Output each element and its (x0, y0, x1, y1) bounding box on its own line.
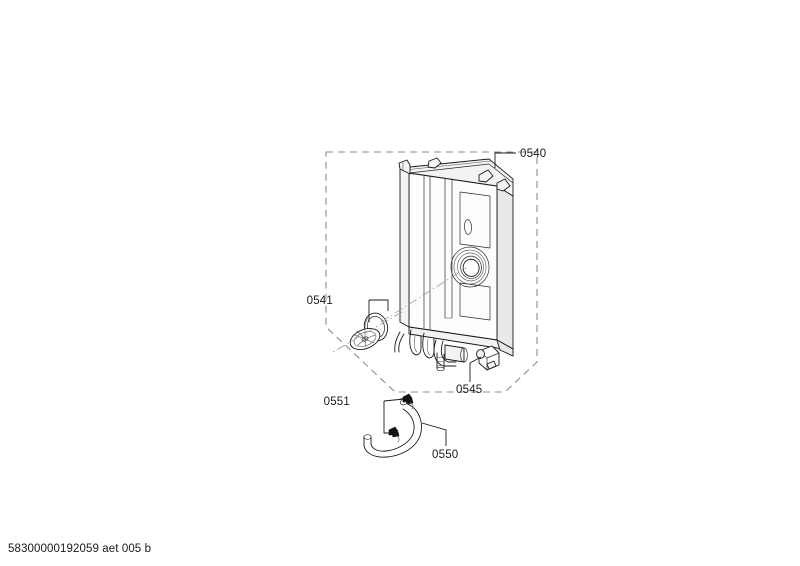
callout-label-0545: 0545 (456, 384, 482, 396)
callout-label-0551: 0551 (324, 396, 350, 408)
tank-left-edge (399, 167, 410, 328)
hose-clamps-0551 (388, 393, 414, 443)
tank-right-foot (496, 339, 514, 357)
hose-inner-wall (370, 408, 415, 452)
group-boundary-0540 (325, 151, 538, 393)
hose-outer-wall (363, 403, 422, 458)
footer-document-code: 58300000192059 aet 005 b (8, 543, 151, 555)
leader-0540 (494, 152, 516, 168)
tank-rim-highlight (403, 160, 492, 171)
tank-hook-tab-center (427, 157, 442, 169)
tank-front-face (408, 172, 498, 341)
leader-0541 (368, 299, 389, 322)
tank-circular-port (450, 246, 490, 288)
tank-rim-inner-line (408, 163, 514, 184)
tank-lower-recess (459, 282, 491, 321)
tank-hook-tab-right-a (478, 169, 494, 183)
manifold-barrel-end (460, 347, 468, 363)
assembly-axis-line (380, 267, 467, 323)
leader-0545 (469, 356, 482, 382)
sensor-connector-cap (476, 349, 485, 359)
leader-0550 (421, 422, 447, 446)
hose-end-lower (363, 434, 372, 440)
assembly-axis-line-lower (332, 311, 403, 353)
sensor-tab (486, 360, 497, 370)
sensor-0545 (476, 345, 500, 371)
leader-0551 (383, 398, 405, 434)
filter-disc-0541 (349, 328, 381, 350)
callout-label-0540: 0540 (520, 148, 546, 160)
tank-assembly-0540 (394, 157, 514, 372)
manifold-spout-end (436, 366, 445, 372)
tank-hook-tab-right-b (496, 178, 511, 192)
tank-slot-oval (464, 219, 472, 235)
hose-clamp-upper (402, 393, 414, 410)
tank-right-side-panel (496, 185, 514, 350)
callout-label-0541: 0541 (307, 295, 333, 307)
tank-hook-tab-left (398, 159, 411, 175)
tank-bottom-manifold (394, 329, 468, 372)
filter-parts-0541 (332, 267, 467, 353)
callout-label-0550: 0550 (432, 449, 458, 461)
tank-upper-recess (459, 191, 491, 249)
hose-clamp-lower (388, 426, 400, 443)
callout-layer: 0540 0541 0545 0550 0551 (307, 148, 547, 461)
